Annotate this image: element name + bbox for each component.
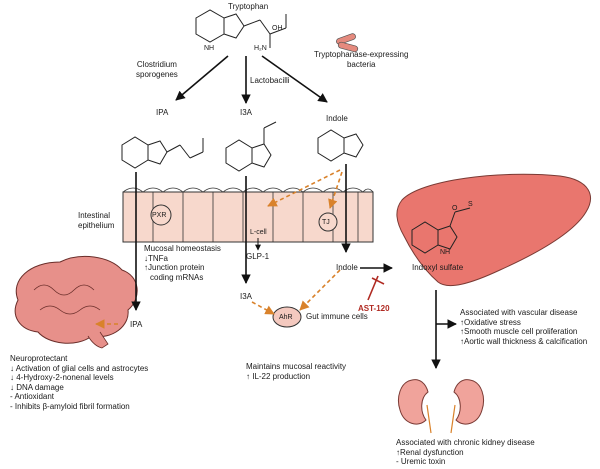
label-pxr: PXR — [152, 212, 167, 219]
ahr-receptor — [272, 306, 302, 328]
label-tryptophan: Tryptophan — [228, 2, 269, 11]
label-l-cell: L-cell — [250, 229, 267, 236]
tj-circle — [318, 212, 338, 232]
label-h2n: H₂N — [254, 45, 267, 52]
label-ahr: AhR — [279, 314, 293, 321]
label-o-sulfate: O — [452, 205, 458, 212]
ipa-molecule — [121, 136, 204, 169]
label-glp1: GLP-1 — [246, 252, 270, 261]
label-i3a-top: I3A — [240, 108, 253, 117]
mucosal-homeostasis: Mucosal homeostasis ↓TNFa ↑Junction prot… — [144, 244, 221, 282]
label-gut-immune: Gut immune cells — [306, 312, 368, 321]
label-ast120: AST-120 — [358, 304, 390, 313]
label-ipa-top: IPA — [156, 108, 169, 117]
ast120-inhibit — [367, 275, 385, 301]
label-indole-top: Indole — [326, 114, 348, 123]
tryptophan-molecule — [195, 9, 287, 48]
label-tj: TJ — [322, 219, 330, 226]
i3a-molecule — [225, 121, 277, 172]
label-ipa-mid: IPA — [130, 320, 143, 329]
label-oh: OH — [272, 25, 283, 32]
label-s-sulfate: S — [468, 201, 473, 208]
mucosal-reactivity: Maintains mucosal reactivity ↑ IL-22 pro… — [246, 362, 347, 381]
indole-molecule — [317, 129, 364, 162]
label-nh-indoxyl: NH — [440, 249, 451, 256]
pathway-arrows — [131, 55, 457, 369]
label-lactobacilli: Lactobacilli — [250, 76, 290, 85]
label-nh-trp: NH — [204, 45, 215, 52]
kidney-icon — [398, 379, 484, 434]
dashed-arrows — [95, 169, 343, 329]
vascular-disease-list: Associated with vascular disease ↑Oxidat… — [460, 308, 588, 346]
label-indole-mid: Indole — [336, 263, 358, 272]
pxr-receptor — [150, 204, 172, 226]
kidney-disease-list: Associated with chronic kidney disease ↑… — [396, 438, 535, 466]
liver-icon — [396, 173, 591, 287]
brain-icon — [14, 256, 138, 349]
label-indoxyl-sulfate: Indoxyl sulfate — [412, 263, 464, 272]
neuroprotectant-list: Neuroprotectant ↓ Activation of glial ce… — [10, 354, 149, 411]
bacteria-icon — [336, 33, 359, 53]
label-i3a-mid: I3A — [240, 292, 253, 301]
